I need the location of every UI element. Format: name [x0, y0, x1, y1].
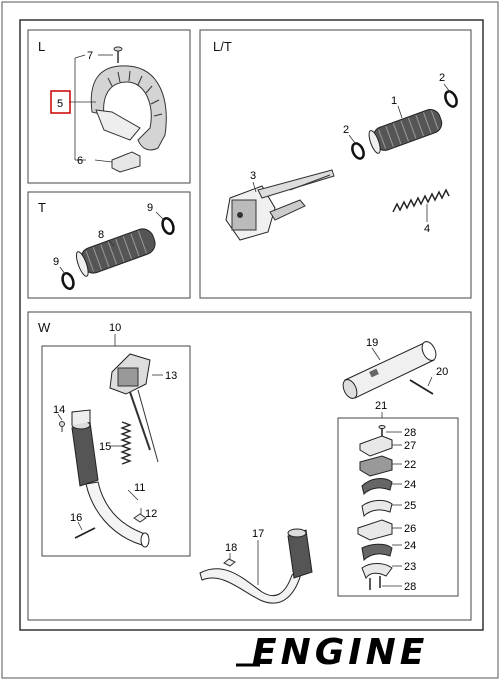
label-4: 4 [424, 223, 430, 235]
brand-logo: ENGINE [236, 632, 428, 673]
label-3: 3 [250, 170, 256, 182]
screw-part-14 [59, 421, 65, 432]
label-27: 27 [404, 440, 416, 452]
label-21: 21 [375, 400, 387, 412]
highlight-box-5 [50, 90, 71, 114]
label-10: 10 [109, 322, 121, 334]
pin-part-16 [74, 527, 96, 539]
label-24a: 24 [404, 479, 416, 491]
label-12: 12 [145, 508, 157, 520]
grip-part-1 [368, 109, 443, 154]
spring-part-15 [120, 421, 132, 465]
clip-part-12 [133, 513, 147, 523]
grip-part-8 [75, 228, 156, 277]
label-7: 7 [87, 50, 93, 62]
o-ring-part-9b [61, 272, 75, 290]
panel-t-title: T [38, 200, 46, 215]
clamp-part-6 [111, 151, 141, 173]
subassembly-box-21 [337, 417, 459, 597]
o-ring-part-2b [351, 142, 365, 160]
tube-part-19 [342, 341, 437, 399]
label-1: 1 [391, 95, 397, 107]
panel-lt: L/T [199, 29, 472, 299]
handle-tube-part-11 [71, 409, 150, 548]
label-28a: 28 [404, 427, 416, 439]
label-24b: 24 [404, 540, 416, 552]
label-11: 11 [134, 482, 145, 494]
spring-part-4 [392, 188, 450, 213]
label-8: 8 [98, 229, 104, 241]
throttle-part-3 [225, 169, 335, 241]
clip-part-18 [223, 558, 236, 567]
label-14: 14 [53, 404, 65, 416]
label-19: 19 [366, 337, 378, 349]
label-2b: 2 [343, 124, 349, 136]
label-18: 18 [225, 542, 237, 554]
outer-frame [19, 19, 484, 631]
label-2a: 2 [439, 72, 445, 84]
panel-lt-title: L/T [213, 39, 232, 54]
subassembly-box-10 [41, 345, 191, 557]
clamp-stack [357, 425, 393, 590]
label-20: 20 [436, 366, 448, 378]
o-ring-part-9a [161, 217, 175, 235]
panel-t: T 8 9 9 [27, 191, 191, 299]
label-17: 17 [252, 528, 264, 540]
label-26: 26 [404, 523, 416, 535]
label-23: 23 [404, 561, 416, 573]
label-25: 25 [404, 500, 416, 512]
throttle-housing-part-13 [109, 353, 159, 463]
label-28b: 28 [404, 581, 416, 593]
label-16: 16 [70, 512, 82, 524]
panel-l: L 5 6 7 [27, 29, 191, 184]
label-9a: 9 [147, 202, 153, 214]
label-22: 22 [404, 459, 416, 471]
label-13: 13 [165, 370, 177, 382]
brand-wordmark: ENGINE [252, 632, 428, 673]
pin-part-20 [409, 379, 434, 395]
o-ring-part-2a [444, 90, 458, 108]
label-6: 6 [77, 155, 83, 167]
handle-bar-part-17 [199, 528, 313, 604]
label-15: 15 [99, 441, 111, 453]
screw-part-7 [113, 46, 123, 63]
panel-w-title: W [38, 320, 51, 335]
label-9b: 9 [53, 256, 59, 268]
loop-handle-part [90, 65, 167, 151]
panel-w: W 10 13 15 14 [27, 311, 472, 621]
panel-l-title: L [38, 39, 45, 54]
label-5: 5 [57, 98, 63, 110]
